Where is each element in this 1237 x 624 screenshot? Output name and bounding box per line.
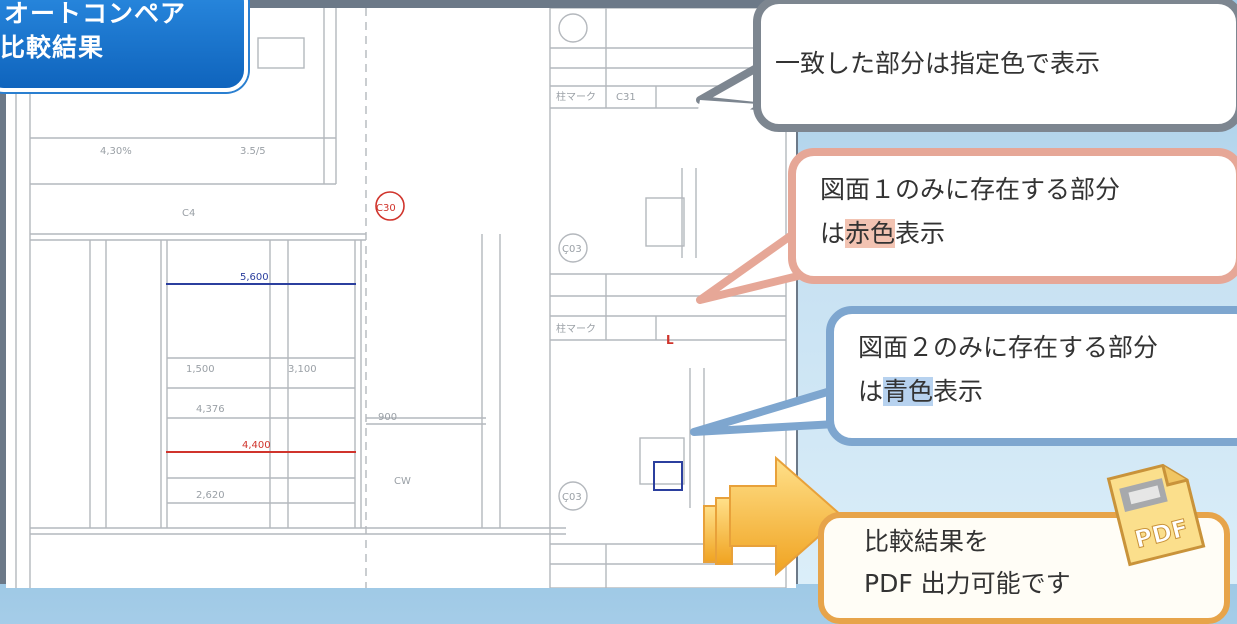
- label-l: L: [666, 333, 674, 347]
- pdf-icon: PDF: [1106, 463, 1206, 567]
- badge-line1: オートコンペア: [4, 0, 187, 28]
- callout-drawing1-line2: は赤色表示: [820, 214, 945, 254]
- badge-line2: 比較結果: [0, 33, 105, 62]
- label-dd: 900: [378, 412, 397, 423]
- label-k5: Ç03: [562, 244, 582, 255]
- drawing-panel: C30 C4 5,600 4,400 L 4,30% 3.5/5 1,500 3…: [6, 8, 796, 588]
- label-k2: 3,100: [288, 364, 317, 375]
- callout-drawing1-line1: 図面１のみに存在する部分: [820, 175, 1121, 204]
- label-m1: 柱マーク: [556, 90, 596, 103]
- label-cw: CW: [394, 476, 411, 487]
- drawing2-blue-highlight: 青色: [883, 377, 934, 406]
- label-dc: C31: [616, 92, 636, 103]
- callout-drawing2: 図面２のみに存在する部分 は青色表示: [826, 306, 1237, 446]
- label-m2: 柱マーク: [556, 322, 596, 335]
- callout-pdf-line2: PDF 出力可能です: [864, 569, 1071, 598]
- callout-drawing2-line1: 図面２のみに存在する部分: [858, 333, 1159, 362]
- label-k3: 4,376: [196, 404, 225, 415]
- label-dim1: 5,600: [240, 272, 269, 283]
- label-c30: C30: [376, 203, 396, 214]
- label-k1: 1,500: [186, 364, 215, 375]
- drawing2-pre: は: [858, 377, 884, 406]
- callout-match-text: 一致した部分は指定色で表示: [775, 49, 1101, 78]
- drawing1-red-highlight: 赤色: [845, 219, 896, 248]
- title-badge: [0, 0, 248, 92]
- callout-tails: [690, 62, 840, 436]
- label-d355: 3.5/5: [240, 146, 266, 157]
- orange-arrow-icon: [703, 455, 844, 577]
- label-c4: C4: [182, 208, 195, 219]
- drawing1-pre: は: [820, 219, 846, 248]
- label-d430: 4,30%: [100, 146, 132, 157]
- label-k6: Ç03: [562, 492, 582, 503]
- callout-drawing2-line2: は青色表示: [858, 372, 983, 412]
- drawing2-post: 表示: [933, 377, 984, 406]
- label-k4: 2,620: [196, 490, 225, 501]
- callout-pdf-line1: 比較結果を: [864, 527, 990, 556]
- callout-drawing1: 図面１のみに存在する部分 は赤色表示: [788, 148, 1237, 284]
- label-dim2: 4,400: [242, 440, 271, 451]
- drawing1-post: 表示: [895, 219, 946, 248]
- callout-match: 一致した部分は指定色で表示: [753, 0, 1237, 132]
